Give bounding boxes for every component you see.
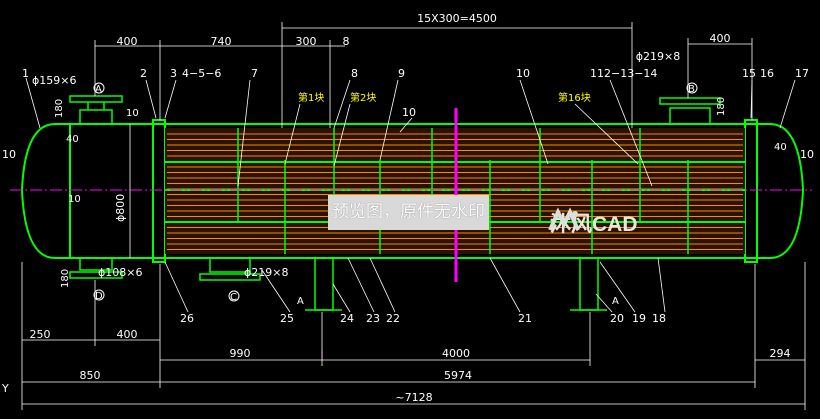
dim-nozzle-b: ϕ219×8 xyxy=(636,50,680,63)
part-10-right: 10 xyxy=(800,148,814,161)
part-20: 20 xyxy=(610,312,624,325)
part-11-14: 112−13−14 xyxy=(590,67,657,80)
corner-mark: Y xyxy=(1,382,9,395)
part-3: 3 xyxy=(170,67,177,80)
part-10: 10 xyxy=(516,67,530,80)
dim-250: 250 xyxy=(30,328,51,341)
preview-notice: 预览图，原件无水印 xyxy=(328,195,489,230)
nozzle-c xyxy=(199,257,261,281)
dim-850: 850 xyxy=(80,369,101,382)
part-8: 8 xyxy=(351,67,358,80)
part-16: 16 xyxy=(760,67,774,80)
part-17: 17 xyxy=(795,67,809,80)
dim-400-bottom: 400 xyxy=(117,328,138,341)
dim-40-left: 40 xyxy=(66,134,79,145)
dim-overall-pitch: 15X300=4500 xyxy=(417,12,497,25)
part-10-left: 10 xyxy=(2,148,16,161)
nozzle-c-size: ϕ219×8 xyxy=(244,266,288,279)
dim-5974: 5974 xyxy=(444,369,472,382)
part-19: 19 xyxy=(632,312,646,325)
nozzle-c-label: C xyxy=(230,292,237,303)
nozzle-a-size: ϕ159×6 xyxy=(32,74,76,87)
site-logo: 沐风CAD xyxy=(548,206,638,240)
nozzle-a-label: A xyxy=(95,84,102,95)
baffle-1-label: 第1块 xyxy=(298,91,324,104)
part-26: 26 xyxy=(180,312,194,325)
dim-diameter: ϕ800 xyxy=(114,194,127,222)
baffle-2-label: 第2块 xyxy=(350,91,376,104)
part-21: 21 xyxy=(518,312,532,325)
dim-180-right: 180 xyxy=(716,97,727,116)
part-7: 7 xyxy=(251,67,258,80)
part-1: 1 xyxy=(22,67,29,80)
nozzle-d xyxy=(69,257,123,279)
dim-overall: ~7128 xyxy=(395,391,432,404)
dim-8: 8 xyxy=(343,35,350,48)
dim-10-a: 10 xyxy=(126,108,139,119)
dim-left-400: 400 xyxy=(117,35,138,48)
nozzle-d-label: D xyxy=(95,291,103,302)
dim-740: 740 xyxy=(211,35,232,48)
part-23: 23 xyxy=(366,312,380,325)
support-label-left: A xyxy=(297,296,304,307)
part-24: 24 xyxy=(340,312,354,325)
dim-990: 990 xyxy=(230,347,251,360)
part-2: 2 xyxy=(140,67,147,80)
part-25: 25 xyxy=(280,312,294,325)
dimension-lines xyxy=(21,22,806,410)
dim-40-right: 40 xyxy=(774,142,787,153)
nozzle-d-size: ϕ108×6 xyxy=(98,266,142,279)
dim-294: 294 xyxy=(770,347,791,360)
logo-icon xyxy=(548,207,580,231)
dim-300: 300 xyxy=(296,35,317,48)
dim-10-b: 10 xyxy=(68,194,81,205)
nozzle-a xyxy=(69,95,123,125)
part-4-6: 4−5−6 xyxy=(182,67,221,80)
part-10-mid: 10 xyxy=(402,106,416,119)
nozzle-b-label: B xyxy=(688,84,695,95)
dim-4000: 4000 xyxy=(442,347,470,360)
dim-right-400: 400 xyxy=(710,32,731,45)
part-18: 18 xyxy=(652,312,666,325)
dim-180-left: 180 xyxy=(54,99,65,118)
dim-180-bottom: 180 xyxy=(60,269,71,288)
support-label-right: A xyxy=(612,296,619,307)
part-22: 22 xyxy=(386,312,400,325)
part-9: 9 xyxy=(398,67,405,80)
nozzle-b xyxy=(659,97,721,125)
part-15: 15 xyxy=(742,67,756,80)
baffle-16-label: 第16块 xyxy=(558,91,591,104)
nozzle-markers xyxy=(93,82,698,302)
